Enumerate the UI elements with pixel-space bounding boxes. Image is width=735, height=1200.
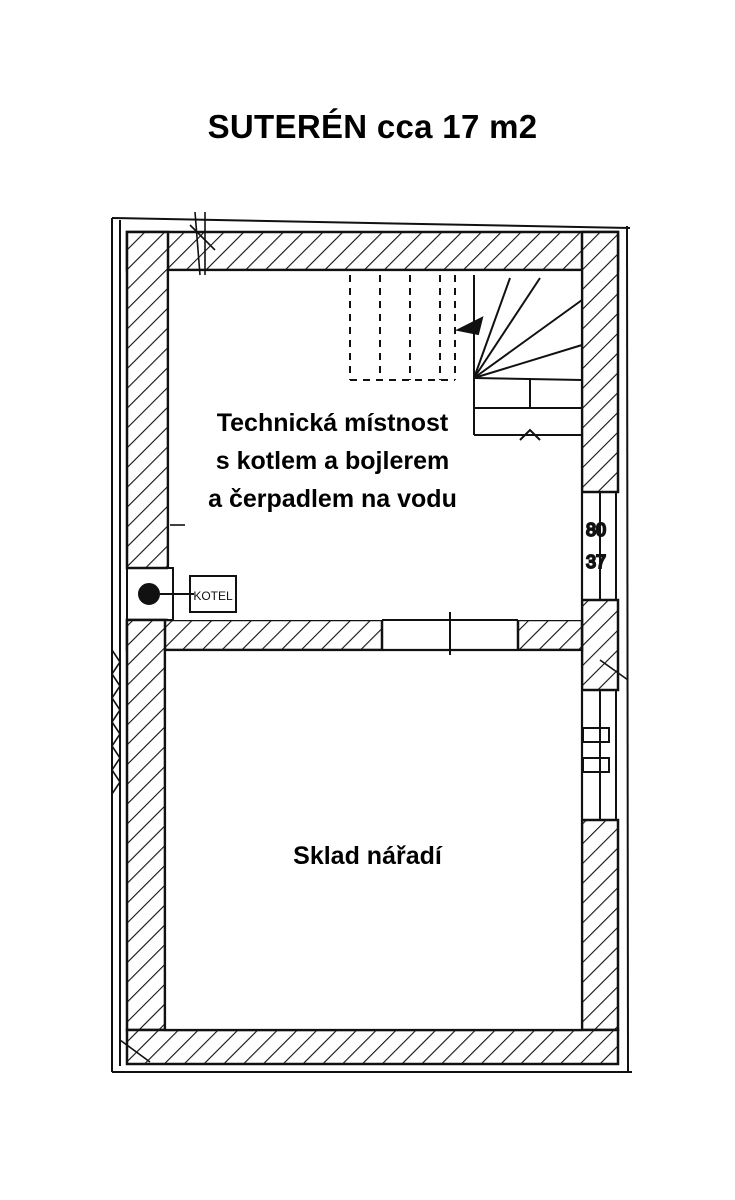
sketch-ticks	[119, 211, 629, 1063]
room-technical	[168, 270, 582, 620]
walls	[125, 230, 620, 1066]
outer-guide-lines	[111, 217, 632, 1073]
boiler-label: KOTEL	[193, 589, 233, 603]
middle-opening	[382, 612, 518, 655]
staircase-winding	[473, 275, 583, 441]
room-label-storage: Sklad nářadí	[293, 842, 442, 870]
room-storage	[165, 650, 582, 1030]
wall-bottom	[125, 1028, 620, 1066]
wall-top	[125, 230, 620, 272]
room-label-technical: Technická místnost s kotlem a bojlerem a…	[170, 404, 495, 518]
boiler-symbol	[126, 567, 237, 621]
svg-text:37: 37	[586, 552, 606, 572]
wall-right-lower	[580, 818, 620, 1032]
plan-title: SUTERÉN cca 17 m2	[207, 108, 538, 145]
room-interiors	[165, 270, 582, 1030]
room-label-technical-line-3: a čerpadlem na vodu	[208, 485, 457, 513]
wall-right-upper	[580, 230, 620, 494]
wall-left-upper	[125, 230, 170, 570]
svg-text:80: 80	[586, 520, 606, 540]
staircase-dashed	[349, 275, 456, 381]
wall-middle-right	[516, 618, 584, 652]
wall-left-lower	[125, 618, 167, 1032]
right-windows: 80 37	[582, 491, 617, 821]
room-label-technical-line-1: Technická místnost	[216, 409, 449, 437]
wall-right-mid	[580, 598, 620, 692]
left-zigzag	[111, 649, 121, 795]
room-label-technical-line-2: s kotlem a bojlerem	[215, 447, 450, 475]
stair-arrow	[454, 316, 484, 336]
